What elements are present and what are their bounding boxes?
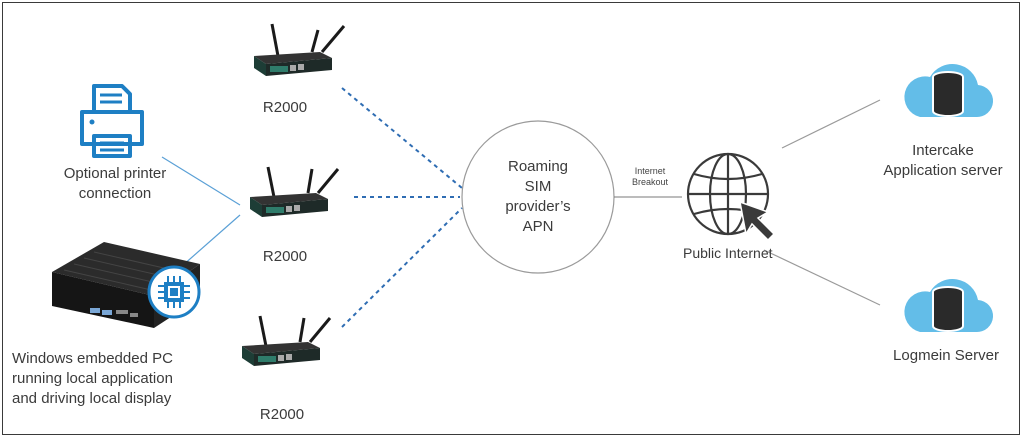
pc-router-link bbox=[181, 214, 241, 267]
chip-icon bbox=[147, 265, 201, 319]
router-mid-icon bbox=[250, 166, 340, 217]
apn-label: Roaming SIM provider’s APN bbox=[505, 158, 571, 235]
cloud-database-icon bbox=[904, 279, 994, 333]
router-bottom-icon bbox=[242, 315, 332, 366]
router-top-apn-link bbox=[341, 87, 463, 189]
router-mid-label: R2000 bbox=[262, 248, 308, 265]
printer-icon bbox=[80, 84, 144, 158]
logmein-label: Logmein Server bbox=[893, 347, 999, 364]
cloud-database-icon bbox=[904, 64, 994, 118]
printer-router-link bbox=[161, 156, 241, 206]
internet-label: Public Internet bbox=[683, 245, 773, 261]
globe-icon bbox=[686, 152, 776, 242]
breakout-label: Internet Breakout bbox=[631, 166, 669, 187]
internet-logmein-link bbox=[763, 249, 881, 306]
router-bottom-apn-link bbox=[341, 207, 463, 328]
internet-intercake-link bbox=[781, 99, 881, 149]
router-top-icon bbox=[254, 23, 346, 76]
printer-label: Optional printer connection bbox=[63, 165, 167, 202]
router-top-label: R2000 bbox=[262, 99, 308, 116]
pc-label: Windows embedded PC running local applic… bbox=[12, 350, 173, 407]
router-bottom-label: R2000 bbox=[259, 406, 305, 423]
intercake-label: Intercake Application server bbox=[883, 142, 1003, 179]
